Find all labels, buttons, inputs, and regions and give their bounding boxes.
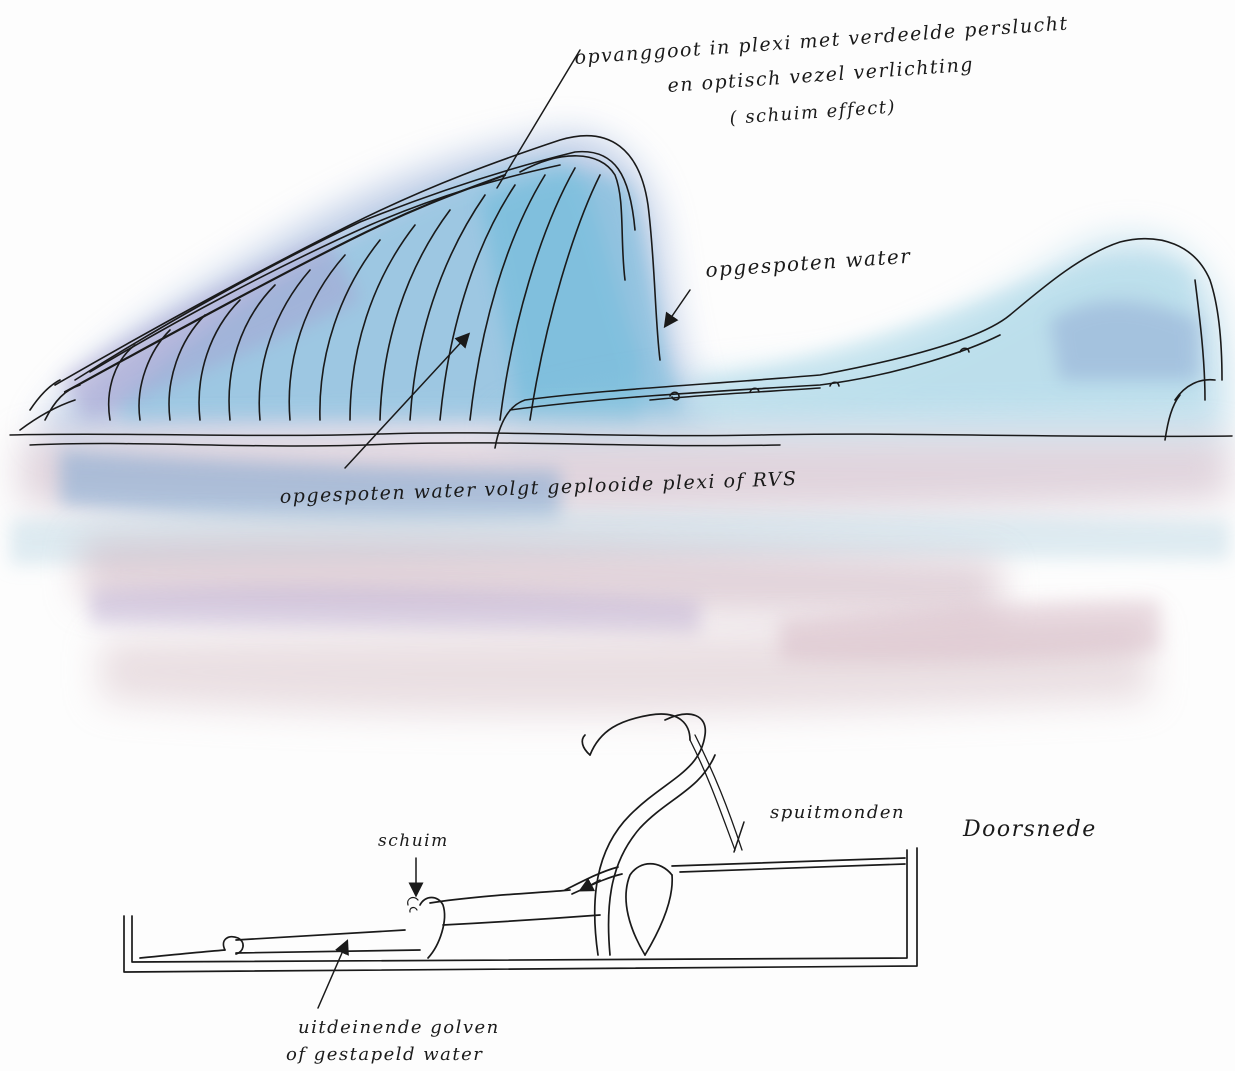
label-opvanggoot-line3: ( schuim effect) xyxy=(729,96,897,129)
label-opvanggoot-line1: opvanggoot in plexi met verdeelde perslu… xyxy=(574,12,1070,68)
label-opvanggoot-line2: en optisch vezel verlichting xyxy=(667,54,975,97)
basin-inner xyxy=(132,850,907,962)
label-opgespoten-water: opgespoten water xyxy=(705,244,912,282)
watercolor-wash xyxy=(10,135,1230,715)
label-uitdeinende-line2: of gestapeld water xyxy=(286,1044,483,1065)
label-schuim: schuim xyxy=(378,831,449,851)
label-doorsnede: Doorsnede xyxy=(962,817,1097,842)
ramp-arrow xyxy=(585,880,600,888)
spuitmonden-leader xyxy=(734,822,744,852)
label-uitdeinende-line1: uitdeinende golven xyxy=(298,1017,500,1038)
cross-section-diagram xyxy=(124,714,917,972)
label-spuitmonden: spuitmonden xyxy=(770,802,905,823)
uitdeinende-arrow xyxy=(318,946,345,1008)
